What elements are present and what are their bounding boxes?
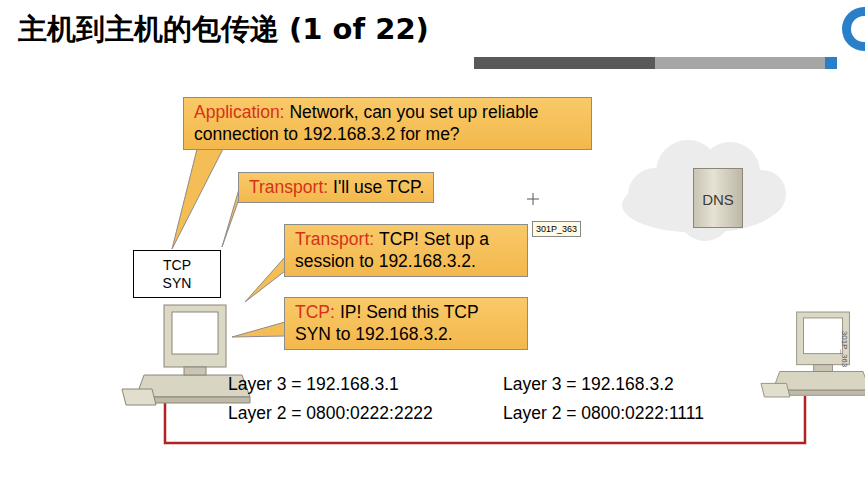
header-bar [655,57,825,69]
figure-id: 301P_363 [532,221,581,237]
layer-name: TCP: [295,302,335,322]
callout-pointer [222,189,239,247]
cursor [527,193,539,205]
slide-title: 主机到主机的包传递 (1 of 22) [18,10,429,50]
computer-icon [761,312,865,397]
callout-pointer [232,322,285,337]
address-label: Layer 3 = 192.168.3.2 [503,373,674,395]
layer-name: Application: [194,102,284,122]
callout-pointer [172,149,223,249]
node-text: DNS [702,191,734,208]
speech-callout: Application:Network, can you set up reli… [183,97,592,150]
callout-pointer [245,257,285,302]
header-bar [825,57,837,69]
address-label: Layer 2 = 0800:0222:2222 [228,402,433,424]
node-text: TCP SYN [148,256,206,292]
dns-server: DNS [693,168,743,228]
header-bar [474,57,655,69]
address-label: Layer 2 = 0800:0222:1111 [503,402,704,424]
cloud [622,140,786,241]
figure-id: 301P_363 [833,331,855,367]
speech-callout: Transport:I'll use TCP. [238,172,434,203]
speech-callout: TCP:IP! Send this TCP SYN to 192.168.3.2… [284,297,528,350]
layer-name: Transport: [249,177,328,197]
layer-name: Transport: [295,229,374,249]
logo [842,7,865,51]
callout-text: I'll use TCP. [333,177,424,197]
cable [165,396,805,443]
address-label: Layer 3 = 192.168.3.1 [228,373,399,395]
speech-callout: Transport:TCP! Set up a session to 192.1… [284,224,528,277]
logo [851,16,865,42]
packet-box: TCP SYN [133,250,221,298]
